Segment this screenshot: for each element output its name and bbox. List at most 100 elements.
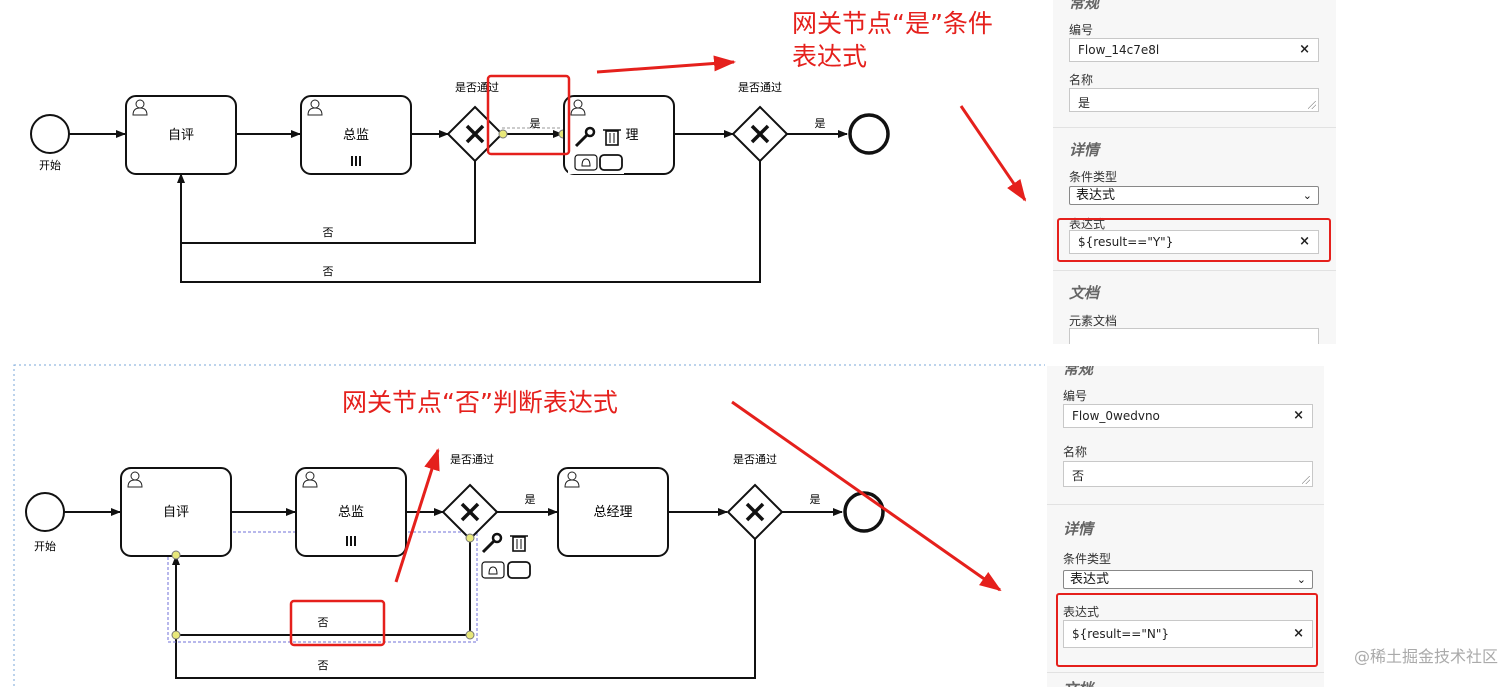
condition-type-select[interactable]: 表达式 ⌄: [1069, 186, 1319, 205]
gateway-x-icon: [745, 502, 765, 522]
gateway-approval-2[interactable]: [731, 105, 789, 163]
waypoint-handle[interactable]: [465, 630, 475, 640]
section-docs-heading: 文档: [1069, 284, 1100, 302]
name-textarea[interactable]: 否: [1063, 461, 1313, 487]
name-textarea[interactable]: 是: [1069, 88, 1319, 112]
bottom-highlight-expression: [1056, 593, 1318, 667]
id-label: 编号: [1069, 23, 1094, 37]
task-director-label: 总监: [343, 128, 369, 143]
gateway-1-label: 是否通过: [450, 453, 494, 466]
chevron-down-icon: ⌄: [1302, 189, 1312, 202]
expression-value: ${result=="N"}: [1072, 627, 1169, 641]
flow-no-label: 否: [323, 226, 334, 239]
gateway-x-icon: [465, 124, 485, 144]
task-self-review[interactable]: [125, 95, 237, 175]
section-details-heading: 详情: [1063, 520, 1094, 538]
resize-grip-icon[interactable]: [1302, 476, 1310, 484]
id-label: 编号: [1063, 389, 1088, 403]
id-value: Flow_14c7e8l: [1078, 43, 1160, 57]
condition-type-value: 表达式: [1076, 188, 1116, 203]
chevron-down-icon: ⌄: [1296, 573, 1306, 586]
task-general-manager[interactable]: [557, 467, 669, 557]
clear-id-icon[interactable]: ×: [1299, 42, 1310, 57]
gateway-approval-2[interactable]: [726, 483, 784, 541]
gateway-2-label: 是否通过: [738, 81, 782, 94]
highlight-box: [289, 599, 386, 647]
expression-input[interactable]: ${result=="N"} ×: [1063, 620, 1313, 648]
flow-no-label: 否: [318, 659, 329, 672]
start-event[interactable]: [25, 492, 65, 532]
gateway-2-label: 是否通过: [733, 453, 777, 466]
section-docs-heading: 文档: [1063, 678, 1324, 687]
start-label: 开始: [39, 158, 61, 172]
append-end-icon[interactable]: [507, 561, 531, 579]
top-annotation-line1: 网关节点“是”条件: [792, 9, 993, 38]
wrench-icon[interactable]: [481, 532, 503, 554]
top-diagram-canvas: 开始 自评 总监 是否通过 是 理: [30, 55, 1027, 283]
annotation-arrow: [394, 448, 440, 583]
append-task-icon[interactable]: [481, 561, 505, 579]
wrench-icon[interactable]: [574, 126, 596, 148]
context-pad: [568, 126, 624, 174]
watermark: @稀土掘金技术社区: [1353, 647, 1498, 666]
waypoint-handle[interactable]: [171, 550, 181, 560]
name-value: 否: [1072, 469, 1085, 483]
task-manager-label: 总经理: [593, 505, 632, 520]
top-highlight-expression: [1057, 218, 1331, 262]
multi-instance-icon: [351, 156, 361, 166]
task-director[interactable]: [295, 467, 407, 557]
task-manager-label: 理: [625, 128, 638, 143]
trash-icon[interactable]: [510, 535, 528, 552]
section-general-heading: 常规: [1069, 0, 1100, 12]
clear-expression-icon[interactable]: ×: [1299, 234, 1310, 249]
multi-instance-icon: [346, 536, 356, 546]
annotation-arrow: [731, 400, 1002, 592]
annotation-arrow: [596, 55, 736, 74]
expression-input[interactable]: ${result=="Y"} ×: [1069, 230, 1319, 254]
element-doc-textarea[interactable]: [1069, 328, 1319, 344]
condition-type-select[interactable]: 表达式 ⌄: [1063, 570, 1313, 589]
clear-id-icon[interactable]: ×: [1293, 408, 1304, 423]
waypoint-handle[interactable]: [465, 533, 475, 543]
gateway-x-icon: [750, 124, 770, 144]
task-director-label: 总监: [338, 505, 364, 520]
flow-yes-label: 是: [530, 117, 541, 130]
highlight-box: [486, 74, 571, 156]
gateway-x-icon: [460, 502, 480, 522]
gateway-1-label: 是否通过: [455, 81, 499, 94]
clear-expression-icon[interactable]: ×: [1293, 626, 1304, 641]
waypoint-handle[interactable]: [498, 129, 508, 139]
waypoint-handle[interactable]: [171, 630, 181, 640]
top-annotation-line2: 表达式: [792, 42, 868, 71]
trash-icon[interactable]: [603, 129, 621, 146]
expression-label: 表达式: [1063, 605, 1100, 619]
annotation-arrow: [959, 105, 1027, 202]
name-label: 名称: [1069, 73, 1094, 87]
task-director[interactable]: [300, 95, 412, 175]
task-self-label: 自评: [168, 128, 194, 143]
id-input[interactable]: Flow_14c7e8l ×: [1069, 38, 1319, 62]
element-doc-label: 元素文档: [1069, 314, 1118, 328]
end-event[interactable]: [843, 491, 885, 533]
name-value: 是: [1078, 96, 1091, 110]
canvas-selection-frame: [13, 364, 1045, 687]
append-end-icon[interactable]: [599, 154, 623, 171]
start-event[interactable]: [30, 114, 70, 154]
resize-grip-icon[interactable]: [1308, 101, 1316, 109]
condition-type-label: 条件类型: [1063, 552, 1112, 566]
expression-value: ${result=="Y"}: [1078, 235, 1174, 249]
bottom-properties-panel: 常规 编号 Flow_0wedvno × 名称 否 详情 条件类型 表达式 ⌄ …: [1047, 366, 1324, 687]
flow-no-label: 否: [323, 265, 334, 278]
id-input[interactable]: Flow_0wedvno ×: [1063, 404, 1313, 428]
gateway-approval-1[interactable]: [441, 483, 499, 541]
start-label: 开始: [34, 539, 56, 553]
append-task-icon[interactable]: [574, 154, 598, 171]
flow-selection-outline: [167, 531, 478, 643]
section-general-heading: 常规: [1063, 366, 1094, 378]
condition-type-value: 表达式: [1070, 572, 1110, 587]
context-pad: [481, 532, 531, 579]
end-event[interactable]: [848, 113, 890, 155]
expression-label: 表达式: [1069, 217, 1106, 231]
flow-yes-label: 是: [815, 117, 826, 130]
bottom-diagram-canvas: 开始 自评 总监 是否通过 是: [13, 364, 1045, 687]
